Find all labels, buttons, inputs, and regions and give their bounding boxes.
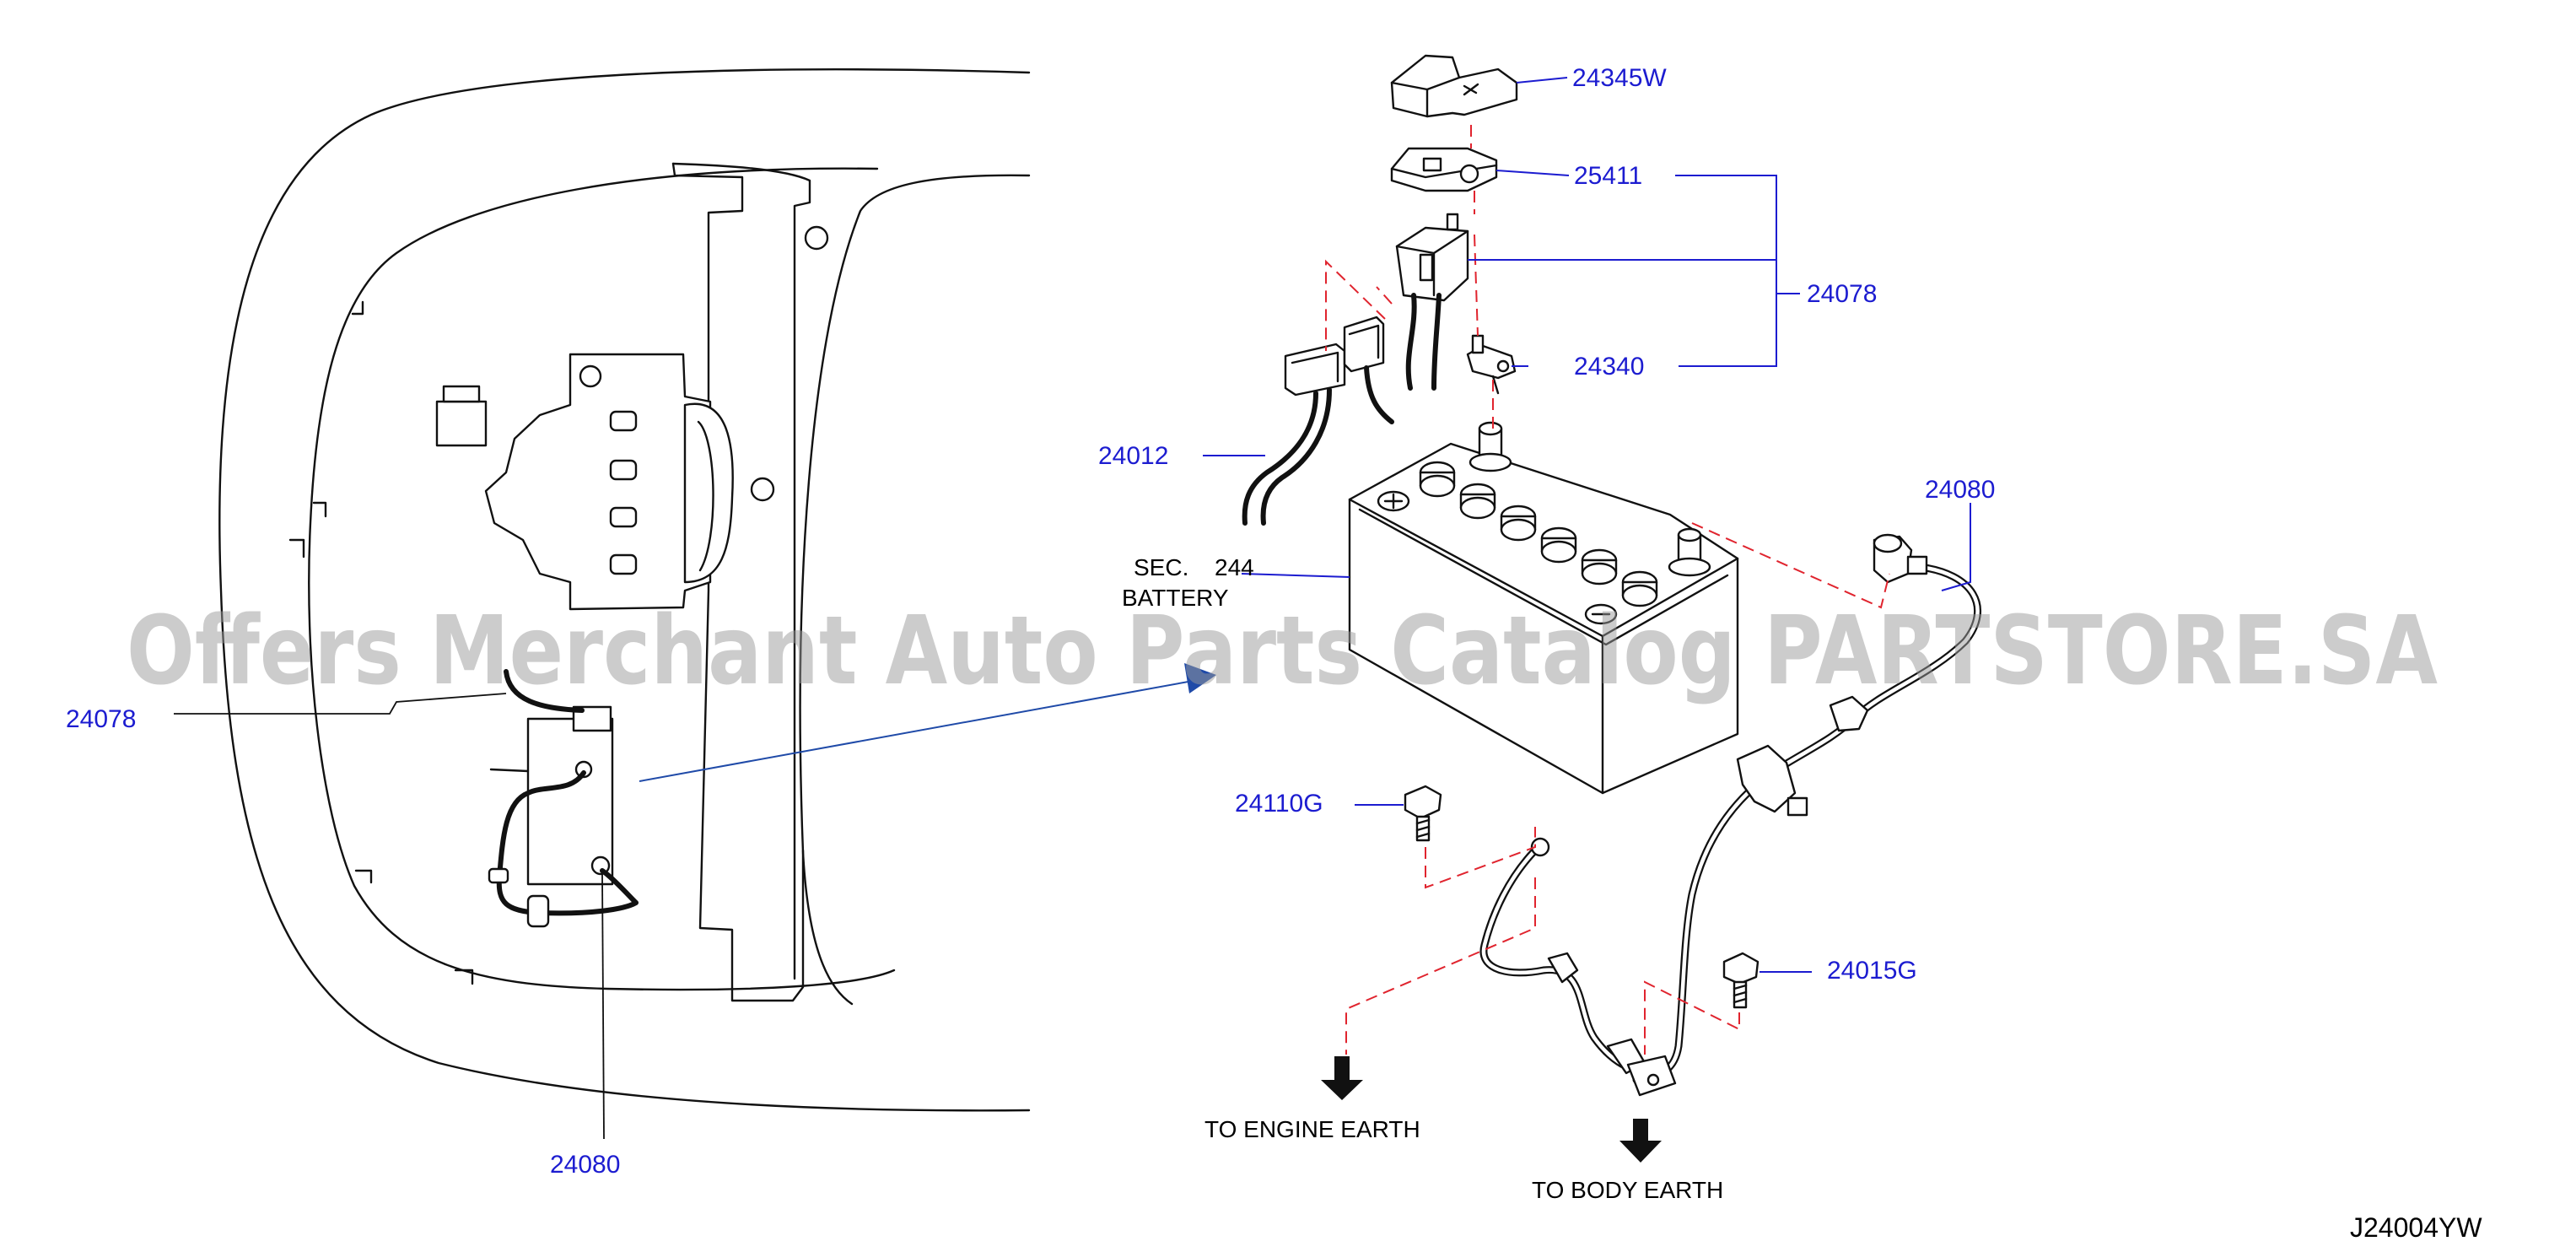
section-prefix: SEC. — [1134, 554, 1188, 580]
section-reference: SEC. 244 BATTERY — [1122, 554, 1254, 611]
callout-labels: 24345W 25411 24078 24340 24012 24080 241… — [66, 64, 1995, 1179]
section-name: BATTERY — [1122, 585, 1229, 611]
bay-battery — [526, 717, 614, 886]
exploded-detail — [1203, 54, 1982, 1163]
body-earth-arrow — [1619, 1119, 1662, 1163]
watermark: Offers Merchant Auto Parts Catalog PARTS… — [127, 596, 2438, 706]
fusible-link-holder — [1390, 147, 1498, 192]
callout-24078-left: 24078 — [66, 705, 136, 733]
callout-24345W: 24345W — [1572, 64, 1667, 92]
negative-cable — [1632, 533, 1982, 1084]
bolt-24110G — [1404, 785, 1442, 842]
callout-24078-right: 24078 — [1807, 280, 1877, 308]
leader-24078-left — [174, 693, 507, 715]
leader-24080-left — [601, 873, 605, 1140]
diagram-code: J24004YW — [2350, 1212, 2482, 1243]
assembly-dash-lines — [1325, 125, 1890, 1055]
bolt-24015G — [1722, 952, 1760, 1009]
engine-bay-overview — [174, 68, 1031, 1140]
callout-24012: 24012 — [1098, 442, 1168, 470]
body-earth-label: TO BODY EARTH — [1532, 1177, 1723, 1203]
callout-leaders — [1203, 77, 1971, 973]
battery — [1348, 421, 1739, 795]
injector-row — [609, 410, 638, 575]
engine-earth-arrow — [1321, 1056, 1363, 1100]
callout-25411: 25411 — [1574, 162, 1642, 190]
harness-connectors — [1242, 316, 1394, 526]
callout-24015G: 24015G — [1827, 957, 1917, 985]
callout-24340: 24340 — [1574, 353, 1644, 380]
section-ref-link[interactable]: 244 — [1215, 554, 1254, 580]
engine-earth-label: TO ENGINE EARTH — [1204, 1116, 1420, 1142]
terminal-cover — [1390, 54, 1518, 118]
battery-caps — [1377, 461, 1658, 625]
callout-24080-left: 24080 — [550, 1151, 620, 1179]
engine-earth-cable — [1479, 837, 1677, 1097]
detail-arrow — [639, 663, 1216, 782]
terminal-clamp — [1466, 334, 1517, 395]
fuse-block — [1395, 213, 1469, 391]
callout-24110G: 24110G — [1235, 790, 1323, 818]
callout-24080-right: 24080 — [1925, 476, 1995, 504]
